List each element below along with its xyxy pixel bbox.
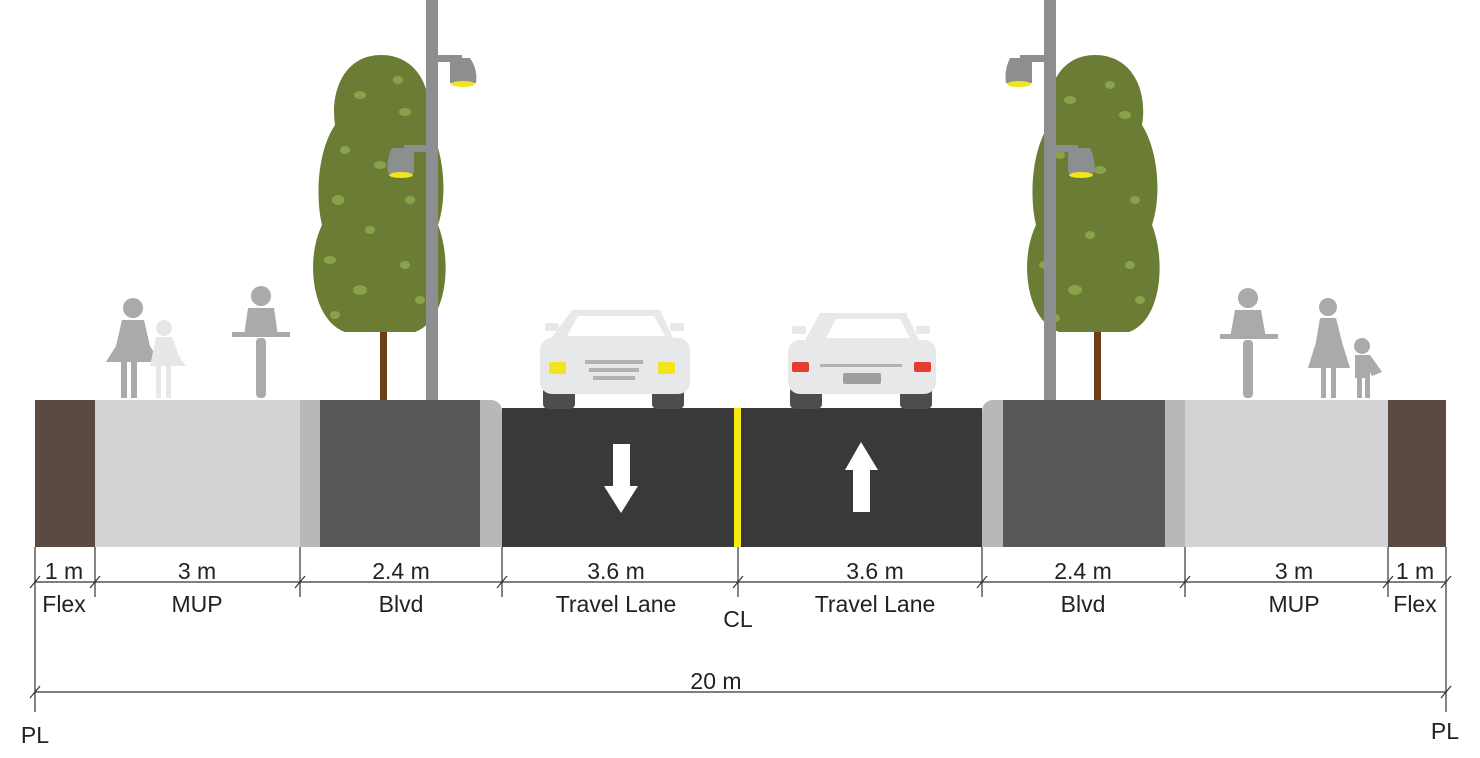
segment-name-lane-right: Travel Lane (814, 591, 936, 617)
pedestrian-child-left (150, 320, 186, 398)
segment-width-lane-right: 3.6 m (846, 558, 904, 584)
arrow-up-icon (845, 442, 878, 512)
cyclist-right (1220, 288, 1278, 398)
segment-width-lane-left: 3.6 m (587, 558, 645, 584)
segment-width-flex-right: 1 m (1395, 558, 1435, 584)
segment-name-lane-left: Travel Lane (555, 591, 677, 617)
segment-name-flex-right: Flex (1393, 591, 1437, 617)
mup-right (1185, 400, 1388, 547)
dimension-ticks (29, 575, 1452, 699)
segment-width-mup-left: 3 m (177, 558, 217, 584)
cyclist-left (232, 286, 290, 398)
arrow-down-icon (604, 444, 638, 513)
curb-strip-right (1165, 400, 1185, 547)
blvd-left (320, 400, 480, 547)
street-light-right (1005, 0, 1095, 400)
curb-left (480, 400, 502, 547)
segment-name-mup-left: MUP (171, 591, 223, 617)
road (502, 408, 982, 547)
segment-name-mup-right: MUP (1268, 591, 1320, 617)
segment-name-blvd-right: Blvd (1060, 591, 1106, 617)
segment-width-mup-right: 3 m (1274, 558, 1314, 584)
blvd-right (1003, 400, 1165, 547)
property-line-right: PL (1430, 718, 1460, 744)
street-light-left (387, 0, 477, 400)
segment-width-blvd-right: 2.4 m (1054, 558, 1112, 584)
segment-width-flex-left: 1 m (44, 558, 84, 584)
pedestrian-adult-left (106, 298, 160, 398)
car-rear (788, 313, 936, 409)
car-front (540, 310, 690, 409)
pedestrian-child-right (1354, 338, 1382, 398)
property-line-left: PL (20, 722, 50, 748)
flex-strip-left (35, 400, 95, 547)
tree-left (313, 55, 446, 400)
flex-strip-right (1388, 400, 1446, 547)
pedestrian-adult-right (1308, 298, 1350, 398)
segment-name-blvd-left: Blvd (378, 591, 424, 617)
segment-width-blvd-left: 2.4 m (372, 558, 430, 584)
total-width-label: 20 m (690, 668, 742, 694)
centerline-label: CL (723, 606, 753, 632)
segment-name-flex-left: Flex (42, 591, 86, 617)
centerline-stripe (734, 408, 741, 547)
curb-strip-left (300, 400, 320, 547)
segment-dimension-line (34, 547, 1447, 712)
mup-left (95, 400, 300, 547)
curb-right (982, 400, 1003, 547)
